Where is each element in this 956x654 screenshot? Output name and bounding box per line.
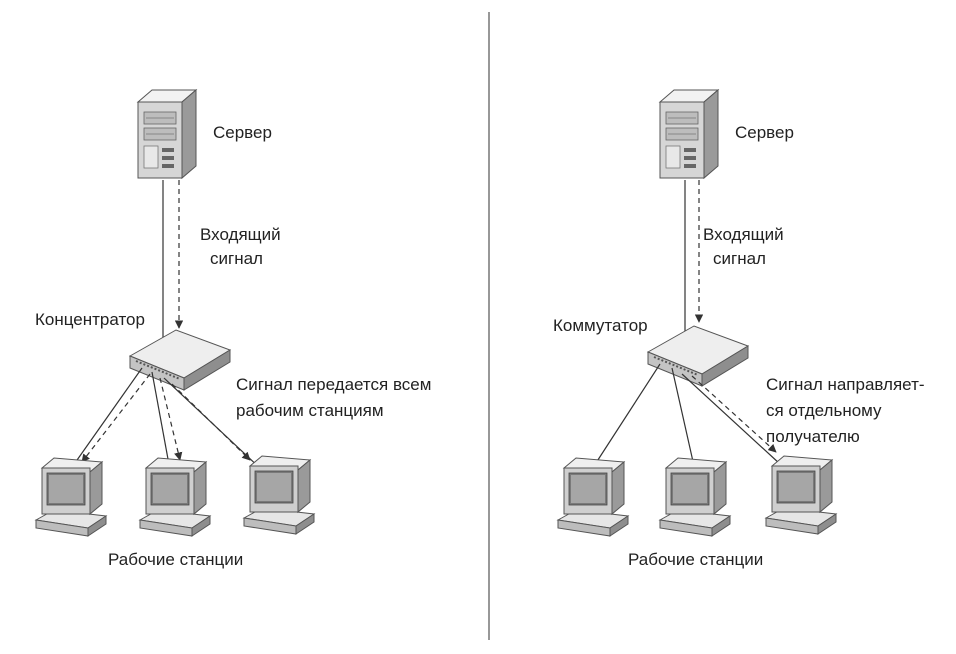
cable-to-ws1 [69, 367, 143, 471]
cable-to-ws1 [593, 363, 661, 467]
hub-icon [129, 329, 231, 391]
workstation-icon [659, 457, 731, 537]
server-label: Сервер [213, 123, 272, 142]
incoming-signal-label-line1: Входящий [200, 225, 281, 244]
broadcast-note-line1: Сигнал передается всем [236, 375, 431, 394]
switch-icon [647, 325, 749, 387]
broadcast-note-line2: рабочим станциям [236, 401, 384, 420]
broadcast-arrow-3 [171, 383, 251, 461]
server-icon [137, 89, 197, 179]
hub-label: Концентратор [35, 310, 145, 329]
workstations-label: Рабочие станции [628, 550, 763, 569]
cable-to-ws3 [681, 373, 781, 465]
workstations-label: Рабочие станции [108, 550, 243, 569]
directed-signal-arrow [691, 375, 777, 453]
workstation-icon [557, 457, 629, 537]
broadcast-arrow-1 [81, 373, 151, 463]
server-label: Сервер [735, 123, 794, 142]
cable-to-ws2 [671, 367, 695, 467]
workstation-icon [765, 455, 837, 535]
workstation-icon [243, 455, 315, 535]
switch-label: Коммутатор [553, 316, 648, 335]
workstation-icon [139, 457, 211, 537]
directed-note-line3: получателю [766, 427, 860, 446]
cable-to-ws2 [151, 371, 171, 471]
workstation-icon [35, 457, 107, 537]
incoming-signal-label-line2: сигнал [713, 249, 766, 268]
server-icon [659, 89, 719, 179]
right-panel: Сервер Входящий сигнал Коммутатор Сигнал… [553, 89, 925, 569]
left-panel: Сервер Входящий сигнал Концентратор Сигн… [35, 89, 431, 569]
directed-note-line2: ся отдельному [766, 401, 882, 420]
incoming-signal-label-line1: Входящий [703, 225, 784, 244]
incoming-signal-label-line2: сигнал [210, 249, 263, 268]
directed-note-line1: Сигнал направляет- [766, 375, 925, 394]
